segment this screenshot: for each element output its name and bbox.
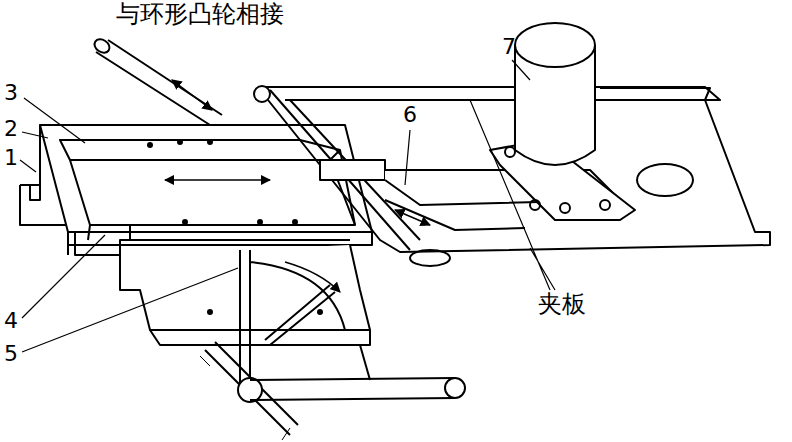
part-label: 夹板 <box>538 292 586 316</box>
caption-label: 与环形凸轮相接 <box>116 2 284 26</box>
callout-number: 3 <box>4 82 18 104</box>
callout-number: 6 <box>403 104 417 126</box>
callout-number: 4 <box>4 310 18 332</box>
callout-number: 7 <box>502 36 516 58</box>
callout-number: 1 <box>4 147 18 169</box>
callout-number: 5 <box>4 343 18 365</box>
callout-number: 2 <box>4 118 18 140</box>
